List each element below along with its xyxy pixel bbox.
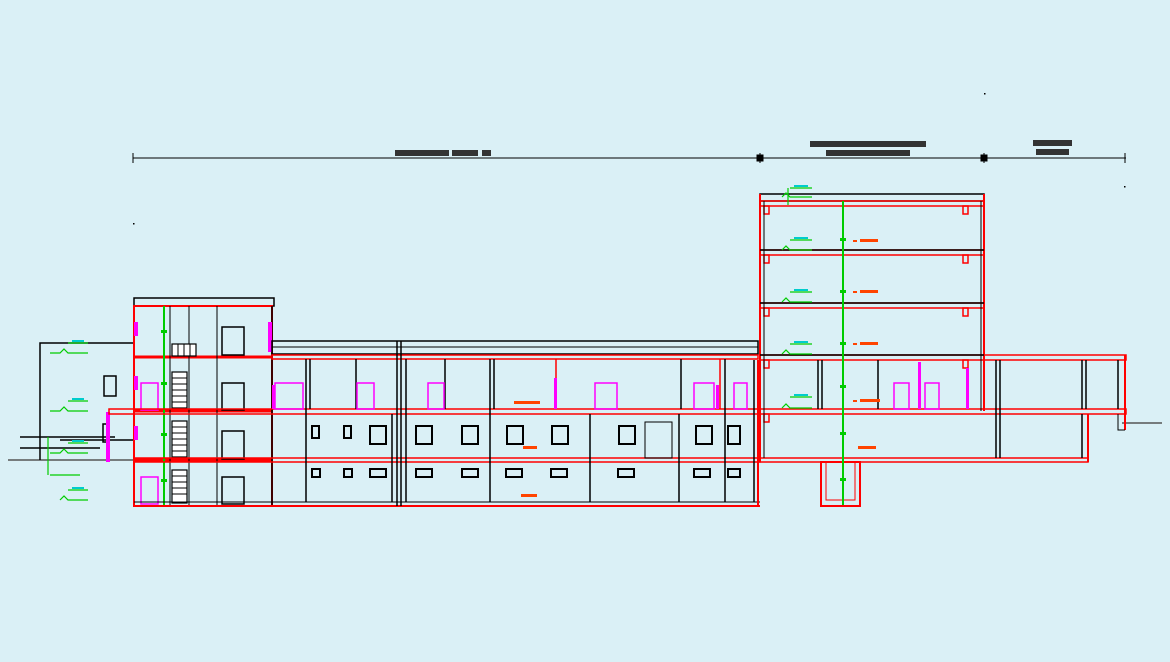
ground-line	[8, 422, 1162, 461]
riser-tags	[161, 238, 846, 482]
dimension-line	[132, 153, 1126, 163]
main-block	[108, 340, 761, 507]
level-markers-left	[47, 340, 88, 501]
room-labels	[514, 239, 880, 497]
entrance-partition	[106, 412, 110, 462]
stair-tower	[133, 297, 275, 507]
right-tower	[759, 193, 1127, 507]
dimension-title-bars	[395, 140, 1072, 156]
dimension-dots	[133, 93, 1126, 225]
level-markers-right	[781, 185, 812, 409]
